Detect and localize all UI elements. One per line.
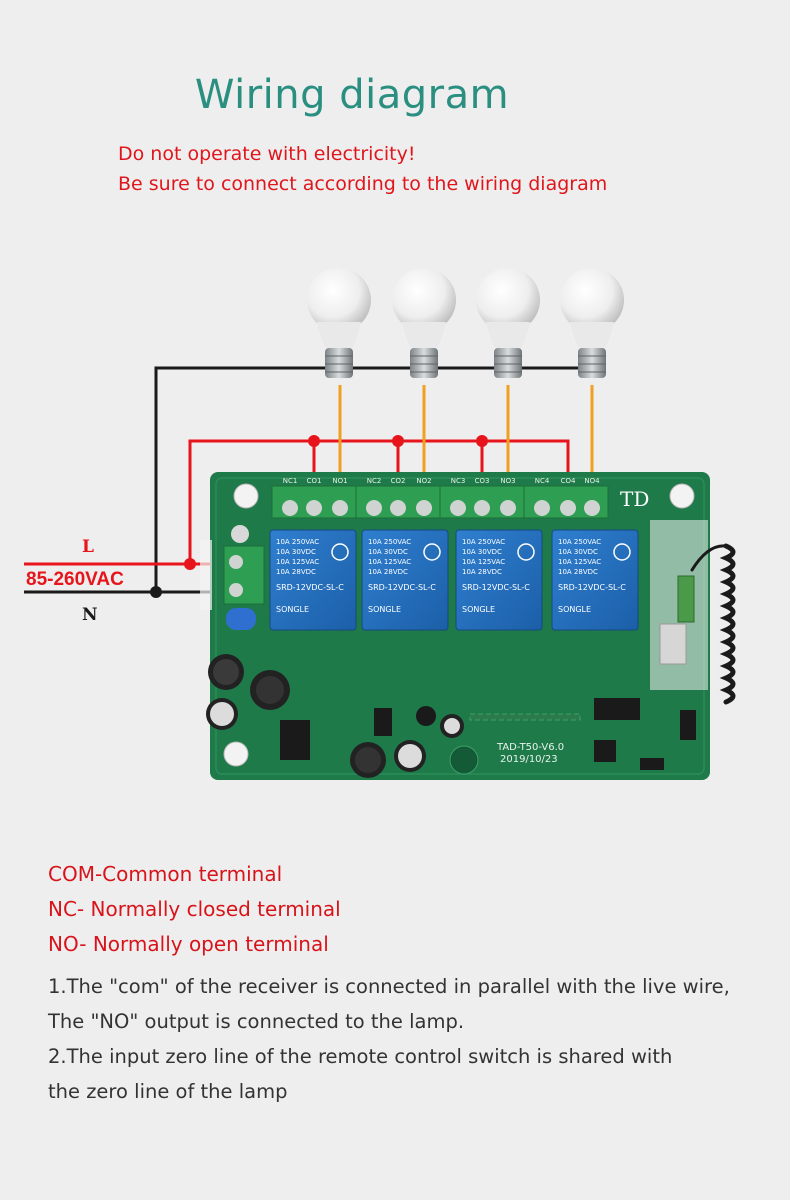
relay-rating: 10A 125VAC bbox=[368, 558, 411, 566]
note-text: 1.The "com" of the receiver is connected… bbox=[48, 975, 730, 998]
relay-rating: 10A 250VAC bbox=[558, 538, 601, 546]
terminal-label: NC4 bbox=[535, 477, 550, 485]
note-text: 2.The input zero line of the remote cont… bbox=[48, 1045, 673, 1068]
light-bulb-icon bbox=[307, 268, 371, 378]
terminal-label: CO2 bbox=[391, 477, 406, 485]
brand-logo: TD bbox=[620, 487, 649, 511]
relay-rating: 10A 250VAC bbox=[462, 538, 505, 546]
relay-brand: SONGLE bbox=[462, 605, 495, 614]
relay-icon: 10A 250VAC 10A 30VDC 10A 125VAC 10A 28VD… bbox=[269, 529, 357, 631]
terminal-label: NO3 bbox=[500, 477, 515, 485]
relay-rating: 10A 250VAC bbox=[276, 538, 319, 546]
relay-brand: SONGLE bbox=[276, 605, 309, 614]
relay-model: SRD-12VDC-SL-C bbox=[558, 583, 626, 592]
relay-rating: 10A 30VDC bbox=[558, 548, 598, 556]
board-date: 2019/10/23 bbox=[500, 754, 558, 765]
junction-dots bbox=[150, 435, 488, 598]
terminal-label: CO1 bbox=[307, 477, 322, 485]
light-bulb-icon bbox=[392, 268, 456, 378]
warning-text: Do not operate with electricity! bbox=[118, 143, 416, 165]
relay-model: SRD-12VDC-SL-C bbox=[276, 583, 344, 592]
terminal-block bbox=[523, 485, 609, 519]
wiring-diagram: TD NC1 CO1 NO1 NC2 CO2 NO2 NC3 CO3 NO3 N… bbox=[24, 268, 736, 780]
note-text: The "NO" output is connected to the lamp… bbox=[48, 1010, 465, 1033]
terminal-label: NO2 bbox=[416, 477, 431, 485]
relay-rating: 10A 125VAC bbox=[558, 558, 601, 566]
terminal-label: NC2 bbox=[367, 477, 382, 485]
relay-icon: 10A 250VAC 10A 30VDC 10A 125VAC 10A 28VD… bbox=[551, 529, 639, 631]
terminal-block bbox=[355, 485, 441, 519]
relay-rating: 10A 30VDC bbox=[462, 548, 502, 556]
terminal-label: NO4 bbox=[584, 477, 600, 485]
legend-nc: NC- Normally closed terminal bbox=[48, 897, 341, 921]
relay-brand: SONGLE bbox=[368, 605, 401, 614]
terminal-label: NO1 bbox=[332, 477, 347, 485]
terminal-label: NC3 bbox=[451, 477, 466, 485]
relay-model: SRD-12VDC-SL-C bbox=[462, 583, 530, 592]
relay-icon: 10A 250VAC 10A 30VDC 10A 125VAC 10A 28VD… bbox=[361, 529, 449, 631]
warning-text: Be sure to connect according to the wiri… bbox=[118, 173, 608, 195]
board-model: TAD-T50-V6.0 bbox=[496, 742, 564, 753]
page-title: Wiring diagram bbox=[194, 72, 510, 118]
relay-model: SRD-12VDC-SL-C bbox=[368, 583, 436, 592]
terminal-block bbox=[271, 485, 357, 519]
relay-rating: 10A 28VDC bbox=[368, 568, 408, 576]
light-bulb-icon bbox=[560, 268, 624, 378]
relay-icon: 10A 250VAC 10A 30VDC 10A 125VAC 10A 28VD… bbox=[455, 529, 543, 631]
pcb-components bbox=[206, 575, 696, 778]
terminal-label: NC1 bbox=[283, 477, 298, 485]
relay-rating: 10A 125VAC bbox=[462, 558, 505, 566]
light-bulb-icon bbox=[476, 268, 540, 378]
relay-rating: 10A 30VDC bbox=[368, 548, 408, 556]
terminal-label: CO3 bbox=[475, 477, 490, 485]
terminal-label: CO4 bbox=[561, 477, 576, 485]
neutral-label: N bbox=[82, 605, 98, 625]
relay-rating: 10A 30VDC bbox=[276, 548, 316, 556]
relay-rating: 10A 28VDC bbox=[462, 568, 502, 576]
note-text: the zero line of the lamp bbox=[48, 1080, 288, 1103]
relay-rating: 10A 28VDC bbox=[558, 568, 598, 576]
relay-brand: SONGLE bbox=[558, 605, 591, 614]
antenna-icon bbox=[690, 543, 736, 705]
legend-com: COM-Common terminal bbox=[48, 862, 283, 886]
live-label: L bbox=[82, 537, 94, 557]
terminal-block bbox=[439, 485, 525, 519]
relay-rating: 10A 250VAC bbox=[368, 538, 411, 546]
power-terminal bbox=[223, 525, 265, 605]
relay-rating: 10A 28VDC bbox=[276, 568, 316, 576]
voltage-label: 85-260VAC bbox=[26, 569, 124, 590]
relay-rating: 10A 125VAC bbox=[276, 558, 319, 566]
legend-no: NO- Normally open terminal bbox=[48, 932, 329, 956]
